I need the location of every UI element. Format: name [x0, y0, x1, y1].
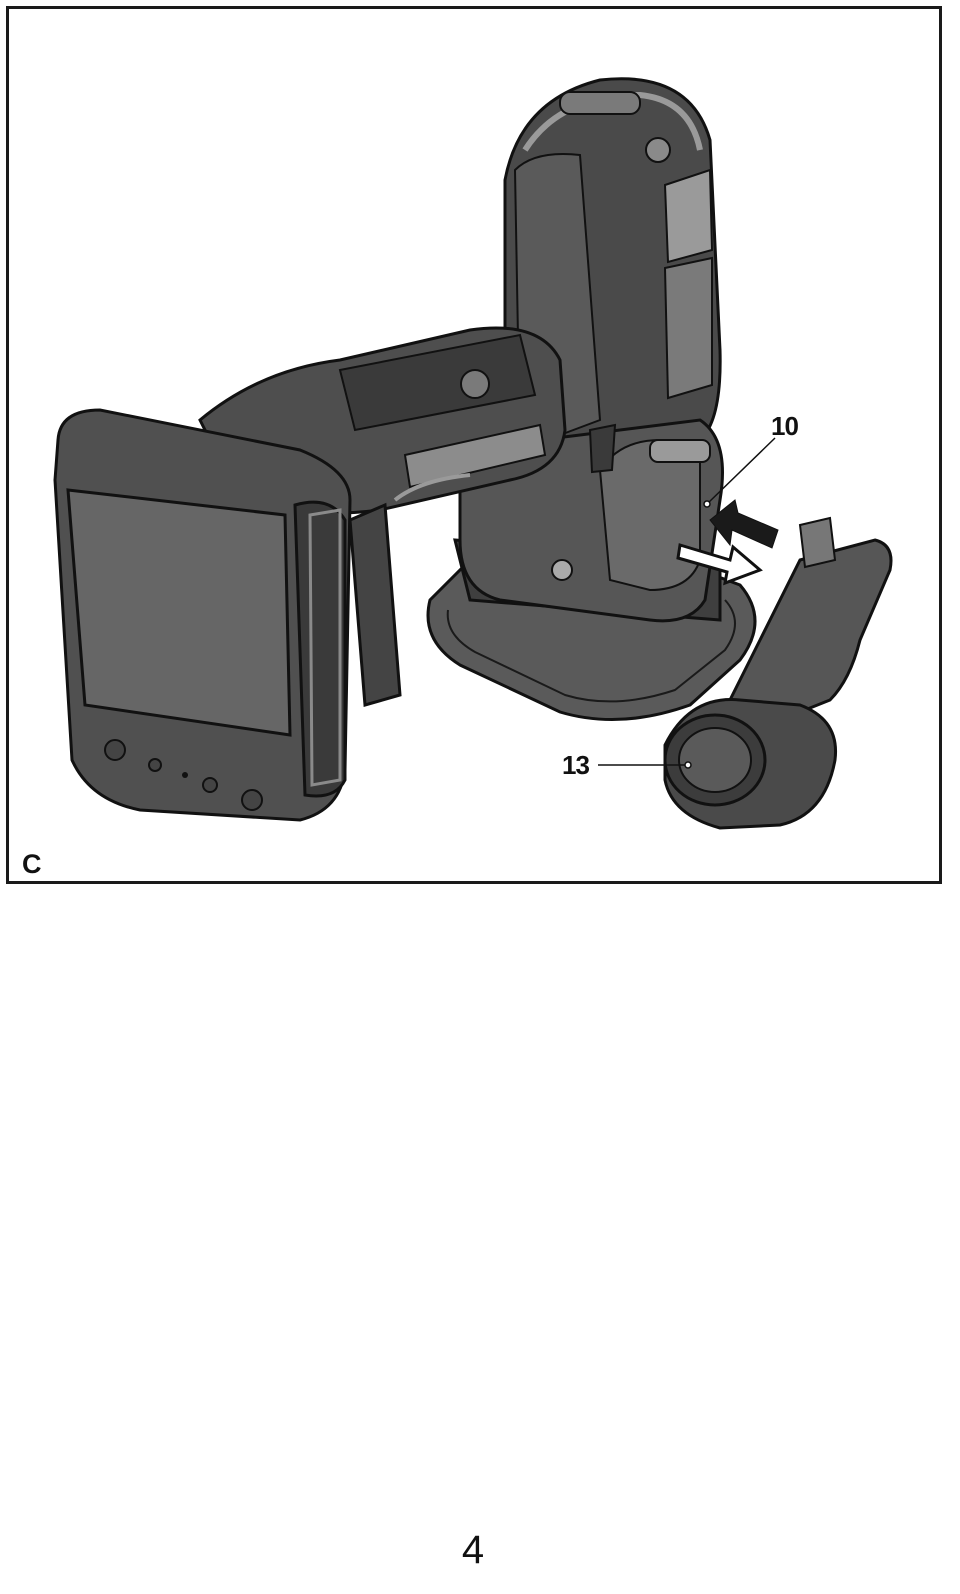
- callout-label-10: 10: [771, 411, 799, 441]
- insert-arrow-icon: [709, 499, 779, 549]
- remove-arrow-icon: [676, 543, 763, 586]
- callout-label-13: 13: [562, 750, 590, 780]
- tool-illustration: [53, 77, 893, 830]
- dust-adapter-13: [663, 516, 893, 830]
- page-number: 4: [461, 1528, 485, 1572]
- figure-letter: C: [22, 849, 42, 879]
- callout-10-leader: [706, 437, 776, 505]
- battery-pack: [53, 408, 402, 822]
